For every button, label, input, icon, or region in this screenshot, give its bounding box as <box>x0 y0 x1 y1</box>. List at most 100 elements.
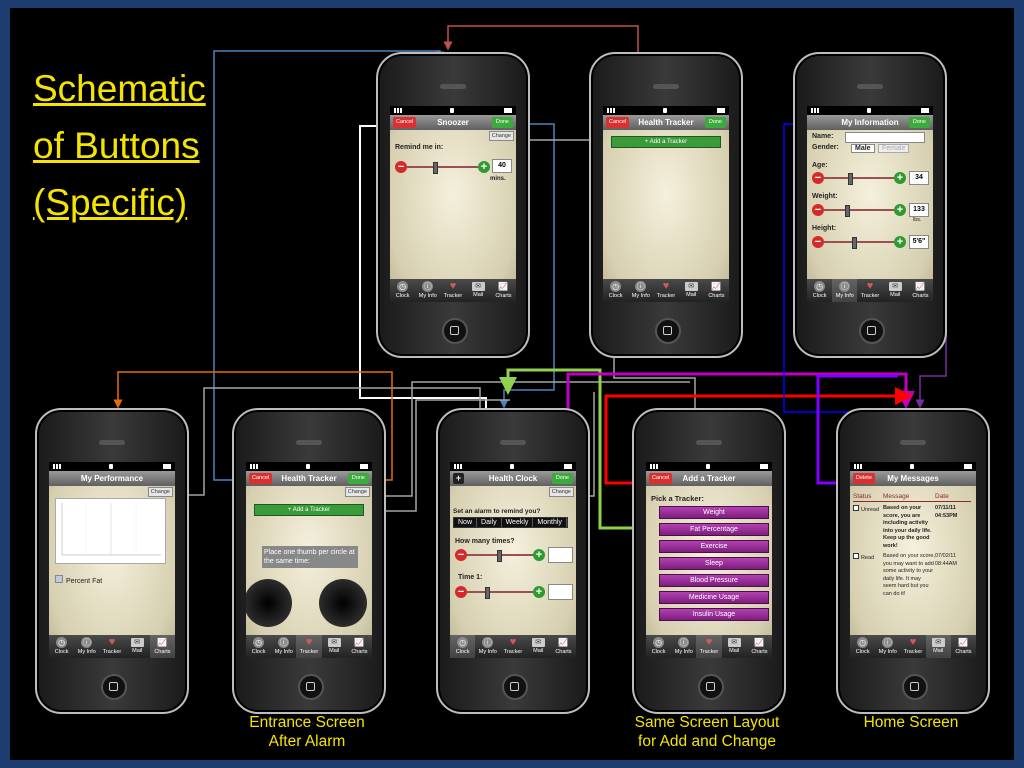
tab-clock[interactable]: ◷Clock <box>395 281 410 299</box>
plus-icon[interactable]: + <box>894 236 906 248</box>
thumb-circle-left[interactable] <box>246 579 292 627</box>
done-button[interactable]: Done <box>347 473 369 484</box>
male-option[interactable]: Male <box>851 144 875 153</box>
plus-icon[interactable]: + <box>533 549 545 561</box>
minus-icon[interactable]: − <box>812 236 824 248</box>
tab-clock[interactable]: ◷Clock <box>608 281 623 299</box>
home-button[interactable] <box>655 318 681 344</box>
plus-icon[interactable]: + <box>533 586 545 598</box>
tab-mail[interactable]: ✉Mail <box>727 638 741 654</box>
minus-icon[interactable]: − <box>455 549 467 561</box>
option-weekly[interactable]: Weekly <box>501 518 534 527</box>
message-row[interactable]: Read Based on your score, you may want t… <box>853 553 971 598</box>
done-button[interactable]: Done <box>704 117 726 128</box>
weight-slider[interactable]: −+ <box>812 204 906 217</box>
tracker-option-exercise[interactable]: Exercise <box>659 540 769 553</box>
tab-tracker[interactable]: ♥Tracker <box>102 636 122 656</box>
minus-icon[interactable]: − <box>812 172 824 184</box>
cancel-button[interactable]: Cancel <box>249 473 273 484</box>
minus-icon[interactable]: − <box>395 161 407 173</box>
tab-clock[interactable]: ◷Clock <box>450 635 476 658</box>
tab-charts[interactable]: 📈Charts <box>955 638 972 655</box>
frequency-segmented-control[interactable]: Now Daily Weekly Monthly <box>453 517 568 528</box>
times-value-field[interactable] <box>548 547 573 563</box>
home-button[interactable] <box>698 674 724 700</box>
time1-slider[interactable]: −+ <box>455 586 545 599</box>
checkbox-icon[interactable] <box>853 553 859 559</box>
tab-mail[interactable]: ✉Mail <box>471 282 485 298</box>
snooze-slider[interactable]: −+ <box>395 161 490 174</box>
tab-mail[interactable]: ✉Mail <box>327 638 341 654</box>
home-button[interactable] <box>298 674 324 700</box>
tracker-option-sleep[interactable]: Sleep <box>659 557 769 570</box>
female-option[interactable]: Female <box>878 144 910 153</box>
tracker-option-fat-percentage[interactable]: Fat Percentage <box>659 523 769 536</box>
tab-clock[interactable]: ◷Clock <box>54 637 69 655</box>
age-slider[interactable]: −+ <box>812 172 906 185</box>
tracker-option-medicine-usage[interactable]: Medicine Usage <box>659 591 769 604</box>
home-button[interactable] <box>442 318 468 344</box>
done-button[interactable]: Done <box>908 117 930 128</box>
thumb-circle-right[interactable] <box>319 579 367 627</box>
plus-icon[interactable]: + <box>478 161 490 173</box>
tab-charts[interactable]: 📈Charts <box>912 282 929 299</box>
height-slider[interactable]: −+ <box>812 236 906 249</box>
tab-mail[interactable]: ✉Mail <box>684 282 698 298</box>
tab-tracker[interactable]: ♥Tracker <box>696 635 722 658</box>
tracker-option-weight[interactable]: Weight <box>659 506 769 519</box>
tab-clock[interactable]: ◷Clock <box>251 637 266 655</box>
tab-mail[interactable]: ✉Mail <box>888 282 902 298</box>
option-now[interactable]: Now <box>454 518 478 527</box>
home-button[interactable] <box>101 674 127 700</box>
checkbox-icon[interactable] <box>853 505 859 511</box>
tab-charts[interactable]: 📈Charts <box>555 638 572 655</box>
times-slider[interactable]: −+ <box>455 549 545 562</box>
tab-clock[interactable]: ◷Clock <box>651 637 666 655</box>
tab-charts[interactable]: 📈Charts <box>351 638 368 655</box>
tab-tracker[interactable]: ♥Tracker <box>656 280 676 300</box>
home-button[interactable] <box>502 674 528 700</box>
tracker-option-blood-pressure[interactable]: Blood Pressure <box>659 574 769 587</box>
change-button[interactable]: Change <box>548 487 574 497</box>
cancel-button[interactable]: Cancel <box>649 473 673 484</box>
tab-tracker[interactable]: ♥Tracker <box>296 635 322 658</box>
cancel-button[interactable]: Cancel <box>393 117 417 128</box>
tab-mail[interactable]: ✉Mail <box>531 638 545 654</box>
option-monthly[interactable]: Monthly <box>533 518 567 527</box>
delete-button[interactable]: Delete <box>853 473 875 484</box>
tab-tracker[interactable]: ♥Tracker <box>443 280 463 300</box>
plus-icon[interactable]: + <box>894 204 906 216</box>
done-button[interactable]: Done <box>491 117 513 128</box>
tab-mail[interactable]: ✉Mail <box>130 638 144 654</box>
change-button[interactable]: Change <box>344 487 370 497</box>
minus-icon[interactable]: − <box>812 204 824 216</box>
minus-icon[interactable]: − <box>455 586 467 598</box>
change-button[interactable]: Change <box>488 131 514 141</box>
option-daily[interactable]: Daily <box>477 518 502 527</box>
add-tracker-button[interactable]: + Add a Tracker <box>611 136 721 148</box>
name-field[interactable] <box>845 132 925 143</box>
tracker-option-insulin-usage[interactable]: Insulin Usage <box>659 608 769 621</box>
home-button[interactable] <box>859 318 885 344</box>
tab-charts[interactable]: 📈Charts <box>149 635 175 658</box>
tab-clock[interactable]: ◷Clock <box>812 281 827 299</box>
message-row[interactable]: Unread Based on your score, you are incl… <box>853 505 971 550</box>
change-button[interactable]: Change <box>147 487 173 497</box>
done-button[interactable]: Done <box>551 473 573 484</box>
tab-charts[interactable]: 📈Charts <box>751 638 768 655</box>
time1-value-field[interactable] <box>548 584 573 600</box>
tab-tracker[interactable]: ♥Tracker <box>860 280 880 300</box>
tab-tracker[interactable]: ♥Tracker <box>503 636 523 656</box>
plus-icon[interactable]: + <box>894 172 906 184</box>
cancel-button[interactable]: Cancel <box>606 117 630 128</box>
plus-button[interactable]: + <box>453 473 464 484</box>
tab-tracker[interactable]: ♥Tracker <box>903 636 923 656</box>
